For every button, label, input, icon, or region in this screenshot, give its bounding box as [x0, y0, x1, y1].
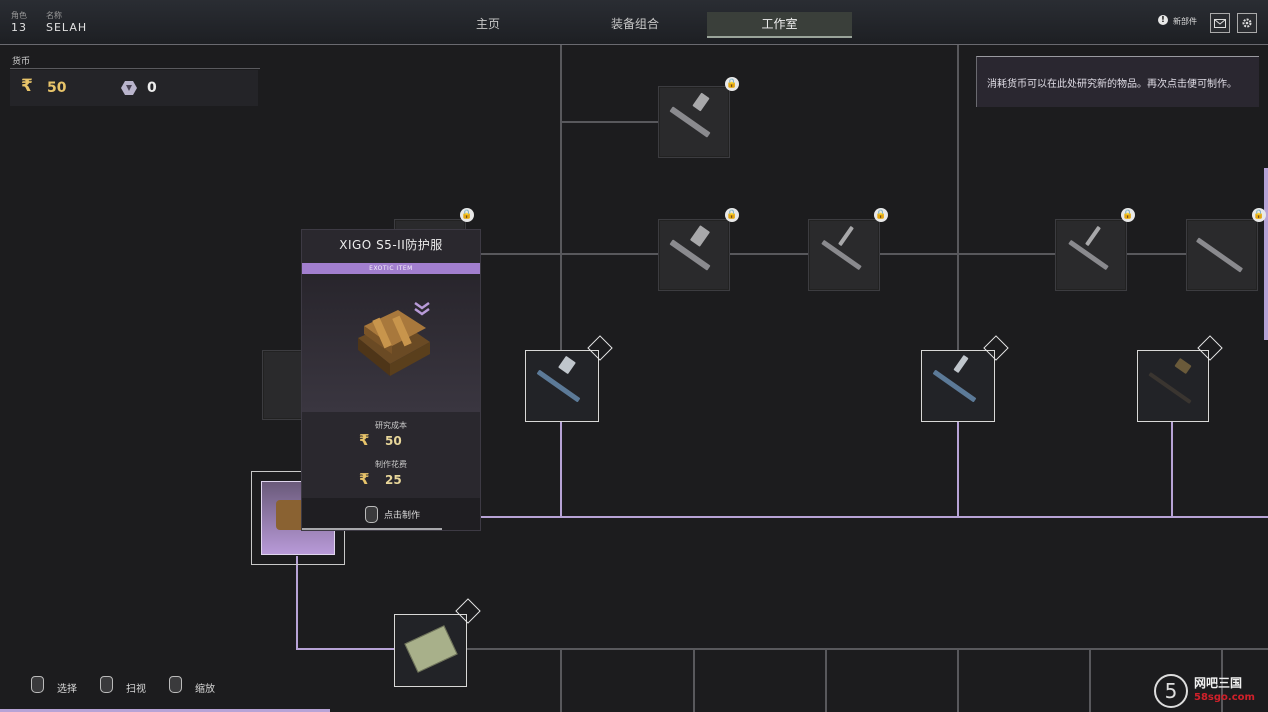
tip-text: 消耗货币可以在此处研究新的物品。再次点击便可制作。	[987, 79, 1237, 90]
locked-node-pickaxe[interactable]	[808, 219, 880, 291]
item-card: XIGO S5-II防护服 EXOTIC ITEM 研究成本 ₹ 50 制作花费…	[301, 229, 481, 531]
lock-icon: 🔒	[725, 77, 739, 91]
unlocked-path	[296, 556, 298, 650]
research-cost-label: 研究成本	[375, 421, 407, 430]
tree-line	[825, 650, 827, 712]
tree-line	[466, 648, 1268, 650]
bottom-accent-bar	[0, 709, 330, 712]
unlocked-path	[330, 516, 1268, 518]
hint-pan: 扫视	[126, 684, 146, 695]
tip-panel: 消耗货币可以在此处研究新的物品。再次点击便可制作。	[976, 56, 1259, 107]
craft-cost-value: 25	[385, 473, 402, 487]
lock-icon: 🔒	[874, 208, 888, 222]
tree-line	[560, 45, 562, 350]
hint-zoom: 缩放	[195, 684, 215, 695]
tree-line	[877, 253, 1055, 255]
research-node-ammo-pack[interactable]	[394, 614, 467, 687]
new-parts-label[interactable]: 新部件	[1173, 17, 1197, 26]
currency-row: ₹ 50 0	[10, 70, 258, 106]
tree-line	[470, 253, 658, 255]
mouse-left-icon	[365, 506, 378, 523]
locked-node-axe[interactable]	[658, 219, 730, 291]
parts-value: 0	[147, 80, 157, 96]
research-node-shovel[interactable]	[1137, 350, 1209, 422]
hint-select: 选择	[57, 684, 77, 695]
research-cost-value: 50	[385, 434, 402, 448]
unlocked-path	[1171, 421, 1173, 517]
gear-icon[interactable]	[1237, 13, 1257, 33]
top-bar: 角色 13 名称 SELAH 主页 装备组合 工作室 ! 新部件	[0, 0, 1268, 45]
level-label: 角色	[11, 11, 27, 20]
mail-icon[interactable]	[1210, 13, 1230, 33]
tree-line	[1126, 253, 1186, 255]
currency-label: 货币	[12, 57, 31, 67]
credits-icon: ₹	[359, 431, 370, 449]
watermark-url: 58sgo.com	[1194, 692, 1255, 703]
watermark-logo: 5	[1154, 674, 1188, 708]
tree-line	[1221, 650, 1223, 712]
unlocked-path	[296, 648, 394, 650]
unlocked-path	[560, 421, 562, 517]
tree-line	[693, 650, 695, 712]
locked-node-knife[interactable]	[1186, 219, 1258, 291]
locked-node-pickaxe-2[interactable]	[1055, 219, 1127, 291]
parts-icon	[120, 80, 138, 96]
name-label: 名称	[46, 11, 62, 20]
tree-line	[957, 45, 959, 350]
watermark: 5 网吧三国 58sgo.com	[1154, 672, 1264, 708]
mouse-right-icon	[100, 676, 113, 693]
tree-line	[562, 121, 658, 123]
hold-progress-bar	[302, 528, 442, 530]
item-image	[302, 274, 480, 412]
player-name: SELAH	[46, 21, 88, 34]
scroll-indicator	[1264, 168, 1268, 340]
credits-value: 50	[47, 80, 67, 96]
rank-chevron-icon	[414, 302, 430, 316]
tree-line	[1089, 650, 1091, 712]
item-title: XIGO S5-II防护服	[339, 238, 443, 252]
tab-home[interactable]: 主页	[475, 17, 500, 31]
credits-icon: ₹	[359, 470, 370, 488]
watermark-name: 网吧三国	[1194, 676, 1243, 690]
currency-divider	[10, 68, 260, 69]
craft-action-label: 点击制作	[384, 511, 421, 521]
tree-line	[957, 650, 959, 712]
alert-icon: !	[1158, 15, 1168, 25]
tree-line	[560, 650, 562, 712]
mouse-scroll-icon	[169, 676, 182, 693]
level-value: 13	[11, 21, 27, 34]
locked-node-hammer[interactable]	[658, 86, 730, 158]
craft-action-bar[interactable]: 点击制作	[302, 498, 480, 530]
research-node-hammer[interactable]	[921, 350, 995, 422]
armor-vest-icon	[358, 310, 430, 376]
tab-workshop[interactable]: 工作室	[707, 12, 852, 38]
unlocked-path	[957, 421, 959, 517]
tree-line	[730, 253, 808, 255]
lock-icon: 🔒	[725, 208, 739, 222]
tab-loadout[interactable]: 装备组合	[610, 17, 659, 31]
lock-icon: 🔒	[1252, 208, 1266, 222]
mouse-left-icon	[31, 676, 44, 693]
craft-cost-label: 制作花费	[375, 460, 407, 469]
lock-icon: 🔒	[460, 208, 474, 222]
item-rarity: EXOTIC ITEM	[302, 263, 480, 274]
lock-icon: 🔒	[1121, 208, 1135, 222]
research-node-hatchet[interactable]	[525, 350, 599, 422]
credits-icon: ₹	[21, 76, 33, 96]
